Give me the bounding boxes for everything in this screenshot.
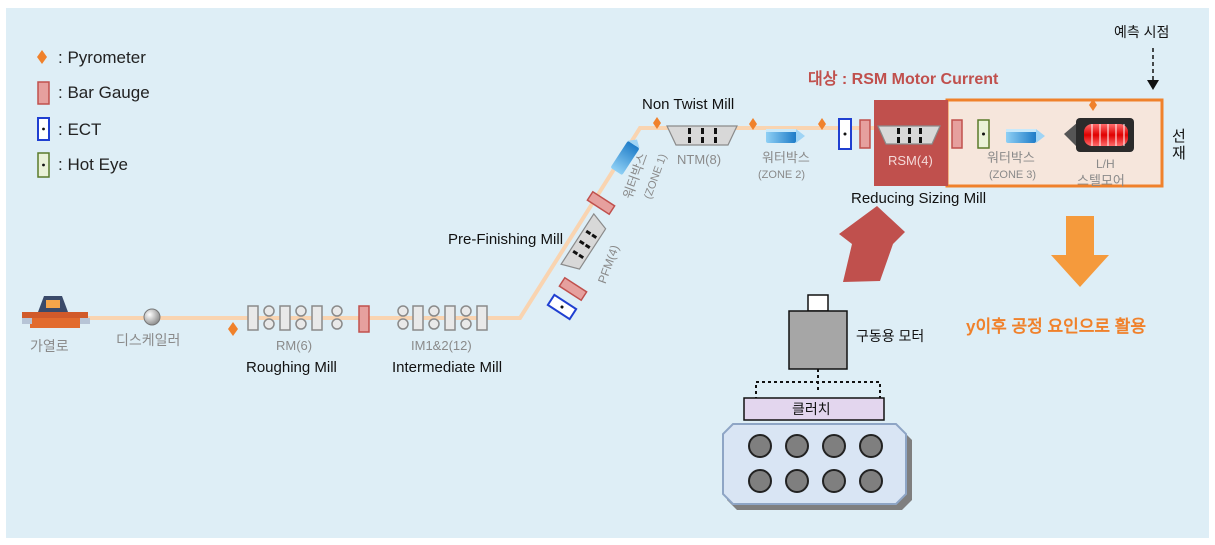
water-box-zone2-zone-label: (ZONE 2) — [758, 169, 806, 181]
rm-code-label: RM(6) — [276, 338, 313, 353]
clutch-box — [743, 397, 885, 421]
pfm-stand-icon — [560, 212, 607, 270]
bar-gauge-legend-icon — [37, 81, 50, 105]
pyrometer-zone1-icon — [653, 117, 661, 129]
pyrometer-zone2-icon — [818, 118, 826, 130]
legend-hot-eye-label: : Hot Eye — [58, 155, 128, 174]
red-down-arrow — [839, 206, 905, 282]
ect-pfm-icon — [546, 293, 578, 321]
clutch-label: 클러치 — [792, 401, 831, 417]
pyrometer-lh-icon — [1089, 99, 1097, 111]
ntm-name-label: Non Twist Mill — [642, 96, 735, 113]
bar-gauge-pfm-icon — [558, 276, 588, 302]
pyrometer-legend-icon — [37, 50, 47, 64]
usage-label: y이후 공정 요인으로 활용 — [966, 317, 1147, 336]
water-box-zone1-icon — [611, 139, 640, 175]
pfm-name-label: Pre-Finishing Mill — [448, 231, 564, 248]
furnace-icon — [22, 296, 90, 328]
furnace-label: 가열로 — [30, 338, 69, 354]
pyrometer-ntm-icon — [749, 118, 757, 130]
bar-gauge-rsm-out-icon — [951, 119, 963, 149]
laying-head-icon — [1064, 118, 1134, 152]
diagram-background — [6, 8, 1209, 538]
lh-code-label: L/H — [1096, 157, 1115, 171]
drive-motor-label: 구동용 모터 — [856, 328, 925, 344]
target-label: 대상 : RSM Motor Current — [808, 71, 999, 88]
rsm-name-label: Reducing Sizing Mill — [851, 190, 987, 207]
water-box-zone3-zone-label: (ZONE 3) — [989, 169, 1037, 181]
lh-name-label: 스텔모어 — [1077, 173, 1125, 188]
roughing-mill-stands — [247, 305, 343, 331]
bar-gauge-rm-icon — [358, 305, 370, 333]
legend-pyrometer-label: : Pyrometer — [58, 48, 146, 67]
bar-gauge-rsm-in-icon — [859, 119, 871, 149]
prediction-point-arrow — [1147, 48, 1159, 90]
rsm-code-label: RSM(4) — [888, 153, 933, 168]
legend-ect-label: : ECT — [58, 120, 102, 139]
descaler-icon — [143, 308, 161, 326]
legend-bar-gauge-label: : Bar Gauge — [58, 83, 150, 102]
ntm-code-label: NTM(8) — [677, 152, 722, 167]
intermediate-mill-stands — [397, 305, 488, 331]
water-box-zone3-icon — [1006, 129, 1045, 143]
rm-name-label: Roughing Mill — [246, 359, 337, 376]
descaler-label: 디스케일러 — [116, 332, 181, 348]
orange-down-arrow — [1051, 216, 1109, 287]
ect-rsm-icon — [838, 118, 852, 150]
hot-eye-icon — [977, 119, 990, 149]
pyrometer-rm-icon — [228, 322, 238, 336]
im-name-label: Intermediate Mill — [392, 359, 503, 376]
water-box-zone3-label: 워터박스 — [987, 150, 1035, 165]
water-box-zone2-icon — [766, 129, 805, 143]
engine-block-icon — [722, 423, 912, 510]
wire-rod-label: 선재 — [1172, 128, 1186, 163]
drive-motor-icon — [755, 294, 881, 400]
water-box-zone2-label: 워터박스 — [762, 150, 810, 165]
legend-symbols — [37, 50, 50, 178]
im-code-label: IM1&2(12) — [411, 338, 472, 353]
prediction-point-label: 예측 시점 — [1114, 24, 1170, 40]
bar-gauge-after-pfm-icon — [586, 190, 616, 216]
ntm-stand-icon — [666, 125, 738, 146]
rsm-stand-icon — [877, 125, 941, 145]
